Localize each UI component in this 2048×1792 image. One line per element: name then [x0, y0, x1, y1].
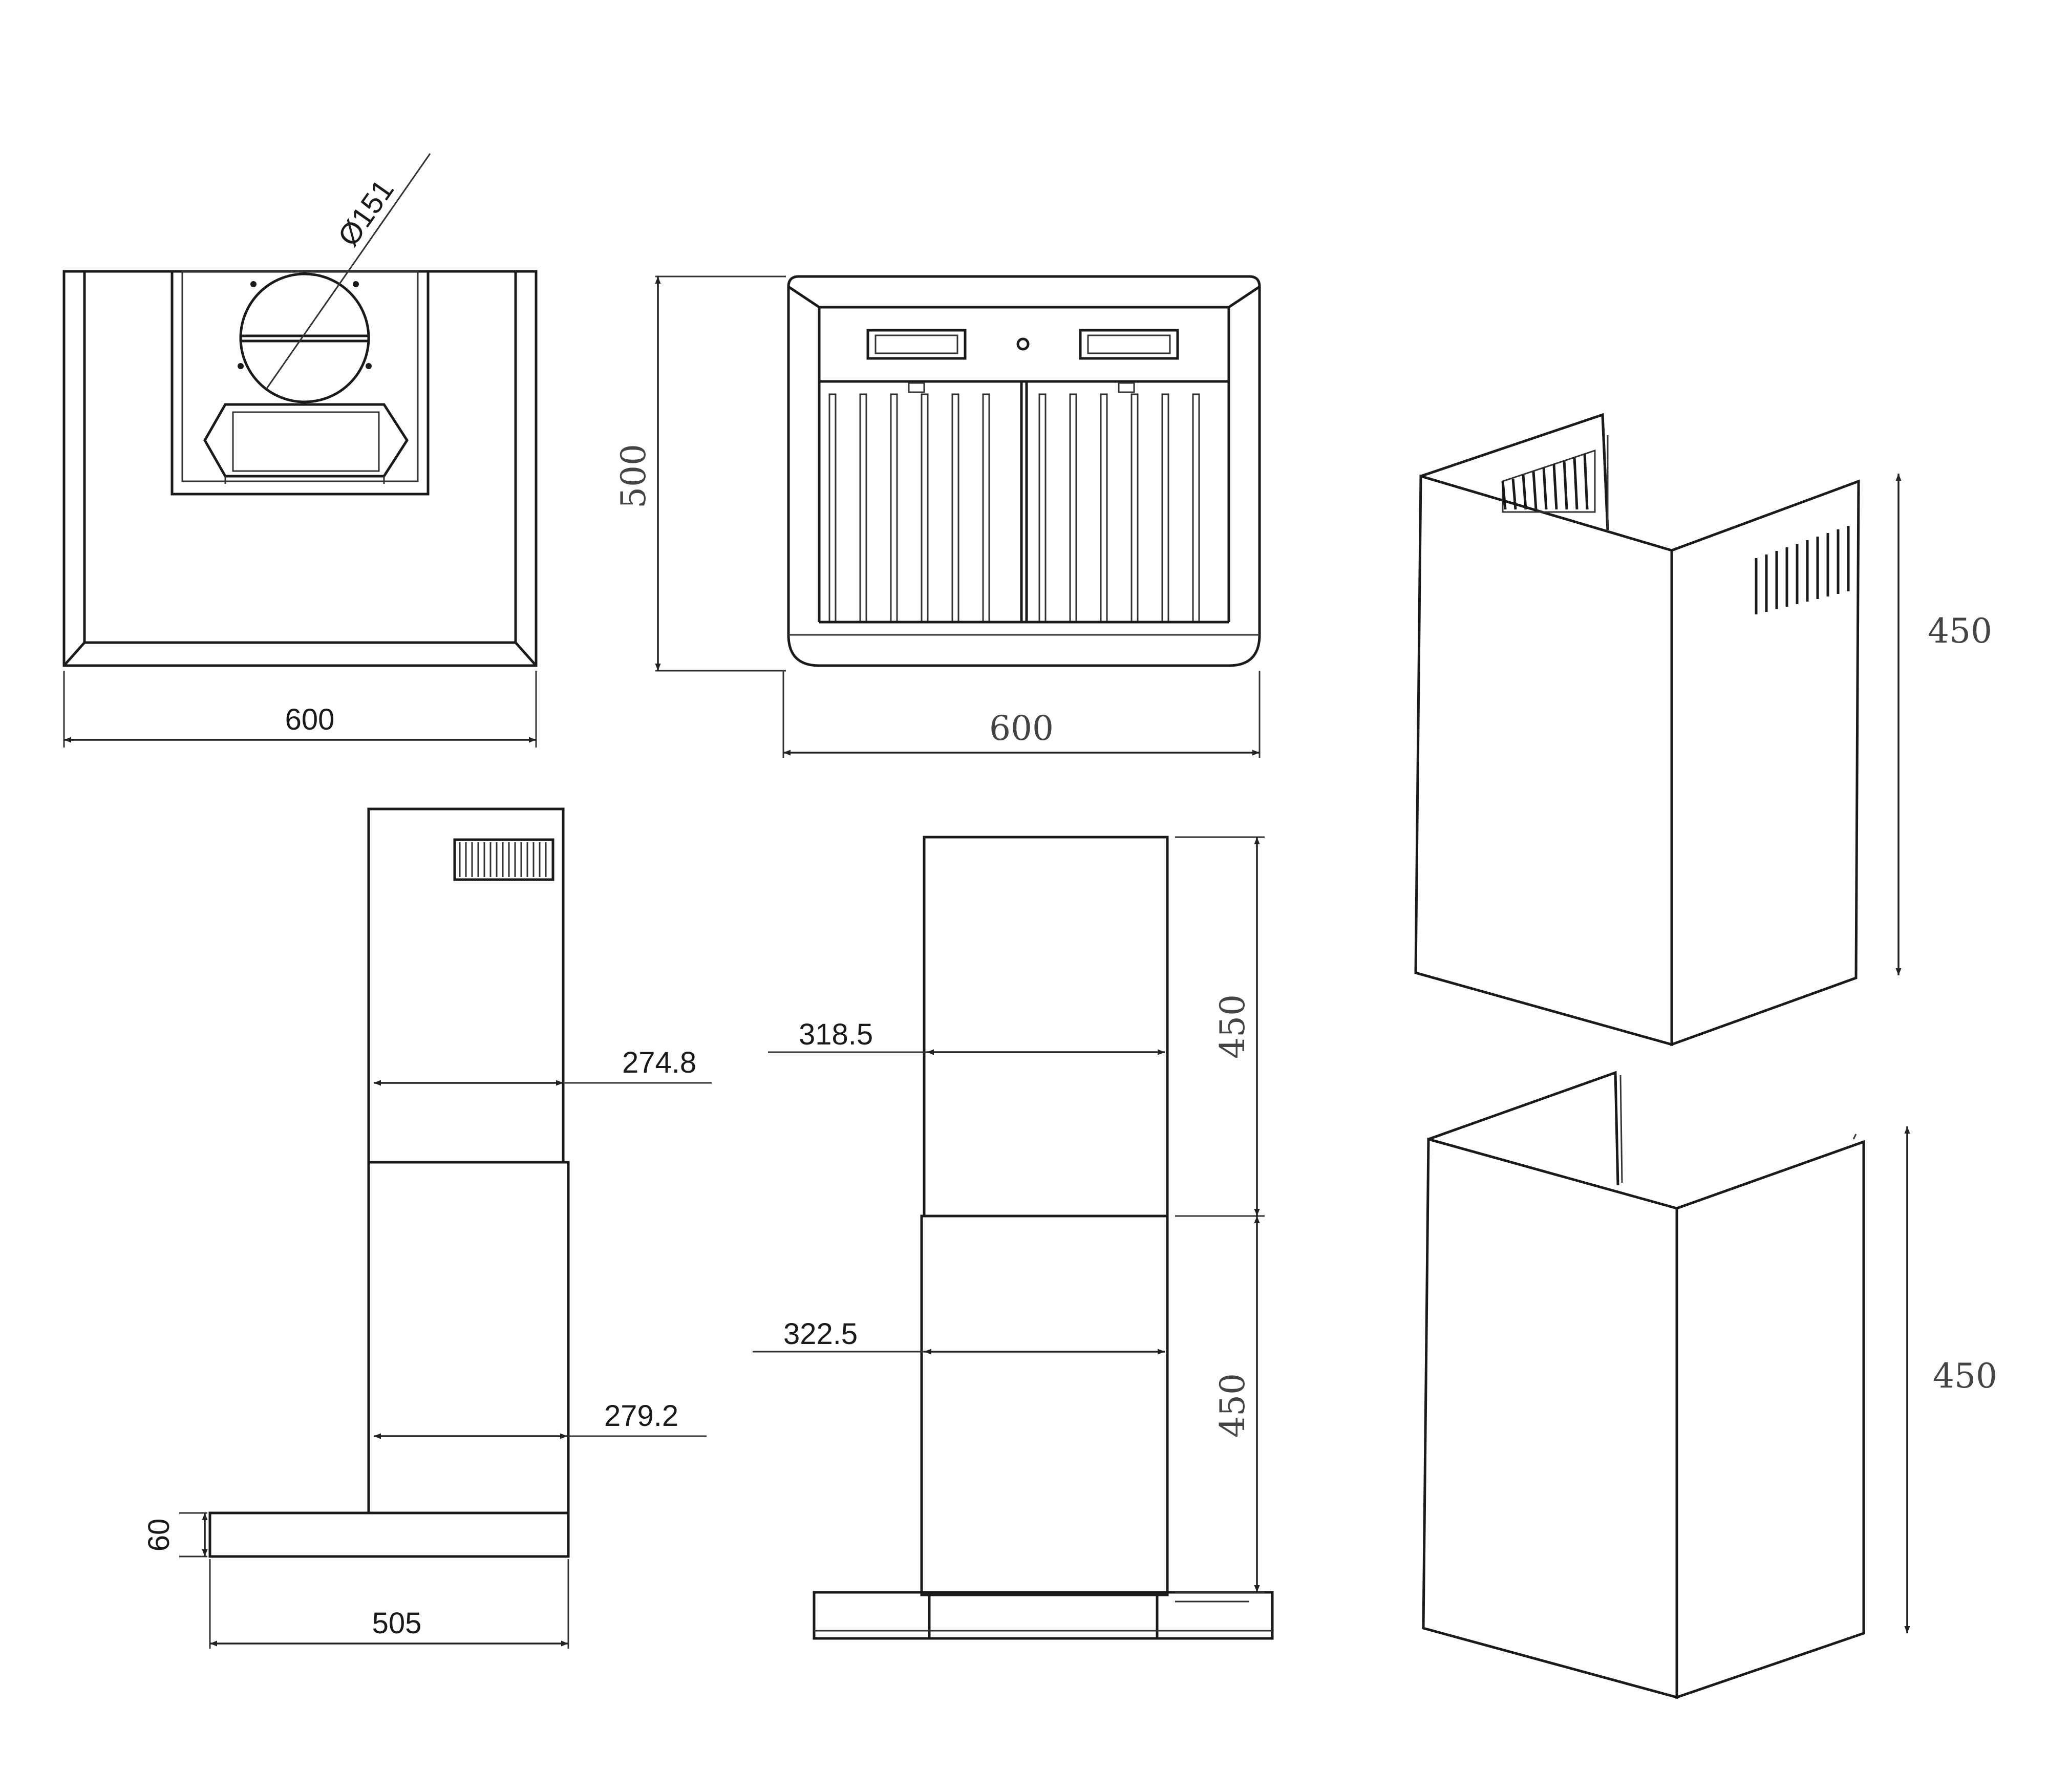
- front-view: 500 600: [614, 275, 1261, 758]
- rear-view: 318.5 322.5 450 450: [753, 836, 1274, 1640]
- dim-label-rear-lower-height: 450: [1213, 1373, 1252, 1438]
- dim-label-top-width: 600: [285, 703, 335, 736]
- grease-filters: [908, 381, 1135, 622]
- vent-slots: [453, 838, 554, 881]
- motor-housing: [203, 403, 409, 484]
- dim-label-front-height: 500: [614, 444, 653, 508]
- top-view: Ø151 600: [62, 153, 538, 748]
- dim-label-rear-upper-height: 450: [1213, 994, 1252, 1059]
- filter-slats: [828, 393, 1200, 623]
- dim-label-duct-diameter: Ø151: [331, 174, 400, 252]
- control-panel: [866, 329, 1179, 360]
- dim-label-depth: 505: [372, 1607, 422, 1640]
- dim-label-rear-upper-width: 318.5: [799, 1018, 873, 1051]
- dim-label-rear-lower-width: 322.5: [783, 1317, 858, 1351]
- vent-slots-upper: [1501, 453, 1850, 614]
- dim-label-front-width: 600: [989, 709, 1054, 748]
- chimney-lower-isometric: 450: [1422, 1071, 1997, 1699]
- dim-label-side-lower: 279.2: [604, 1399, 678, 1433]
- side-view: 274.8 279.2 60 505: [142, 807, 712, 1649]
- dim-label-chimney-upper-height: 450: [1928, 611, 1992, 651]
- dim-label-side-upper: 274.8: [622, 1046, 696, 1079]
- duct-outlet: [238, 272, 372, 403]
- dim-label-canopy-thickness: 60: [142, 1519, 176, 1552]
- chimney-upper-isometric: 450: [1414, 413, 1992, 1047]
- dim-label-chimney-lower-height: 450: [1933, 1356, 1997, 1396]
